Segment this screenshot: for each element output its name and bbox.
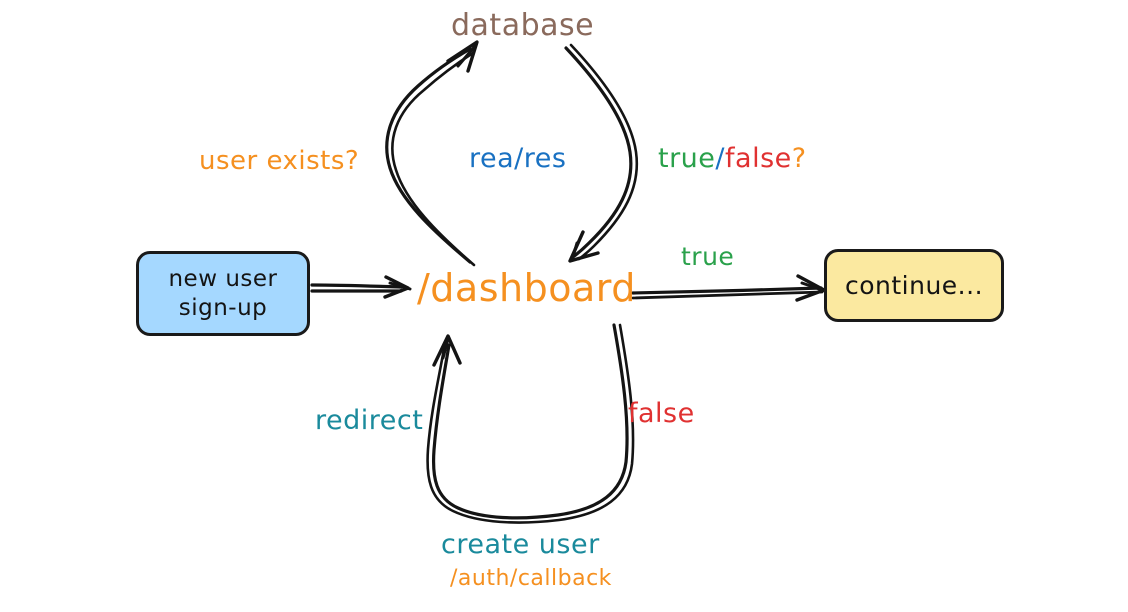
edge-dashboard-to-continue[interactable] [631, 274, 827, 302]
edge-label-redirect: redirect [315, 405, 424, 436]
edge-dashboard-to-database[interactable] [385, 40, 479, 267]
node-dashboard-label[interactable]: /dashboard [417, 266, 636, 310]
annotation-auth-callback: /auth/callback [450, 566, 612, 591]
edge-dashboard-false-loop[interactable] [426, 323, 635, 524]
edge-label-false-bottom: false [628, 398, 695, 429]
edge-signup-to-dashboard[interactable] [310, 275, 412, 299]
node-database-label[interactable]: database [451, 8, 595, 43]
node-continue-label: continue... [844, 270, 984, 300]
node-new-user-line1: new user [168, 265, 278, 292]
edge-label-rea-res: rea/res [469, 143, 567, 174]
edge-label-user-exists: user exists? [199, 146, 360, 176]
edge-label-false-part: false [725, 143, 792, 174]
edge-label-true-part: true [658, 143, 716, 174]
edge-database-to-dashboard[interactable] [564, 43, 639, 263]
node-new-user-signup[interactable]: new user sign-up [136, 251, 310, 336]
edge-label-slash-part: / [715, 143, 726, 174]
edge-label-question-part: ? [791, 143, 807, 174]
node-continue[interactable]: continue... [824, 249, 1004, 322]
edge-label-true-false: true/false? [658, 143, 807, 174]
edge-label-true-right: true [681, 242, 735, 271]
annotation-create-user: create user [441, 529, 600, 560]
node-new-user-line2: sign-up [178, 294, 268, 321]
